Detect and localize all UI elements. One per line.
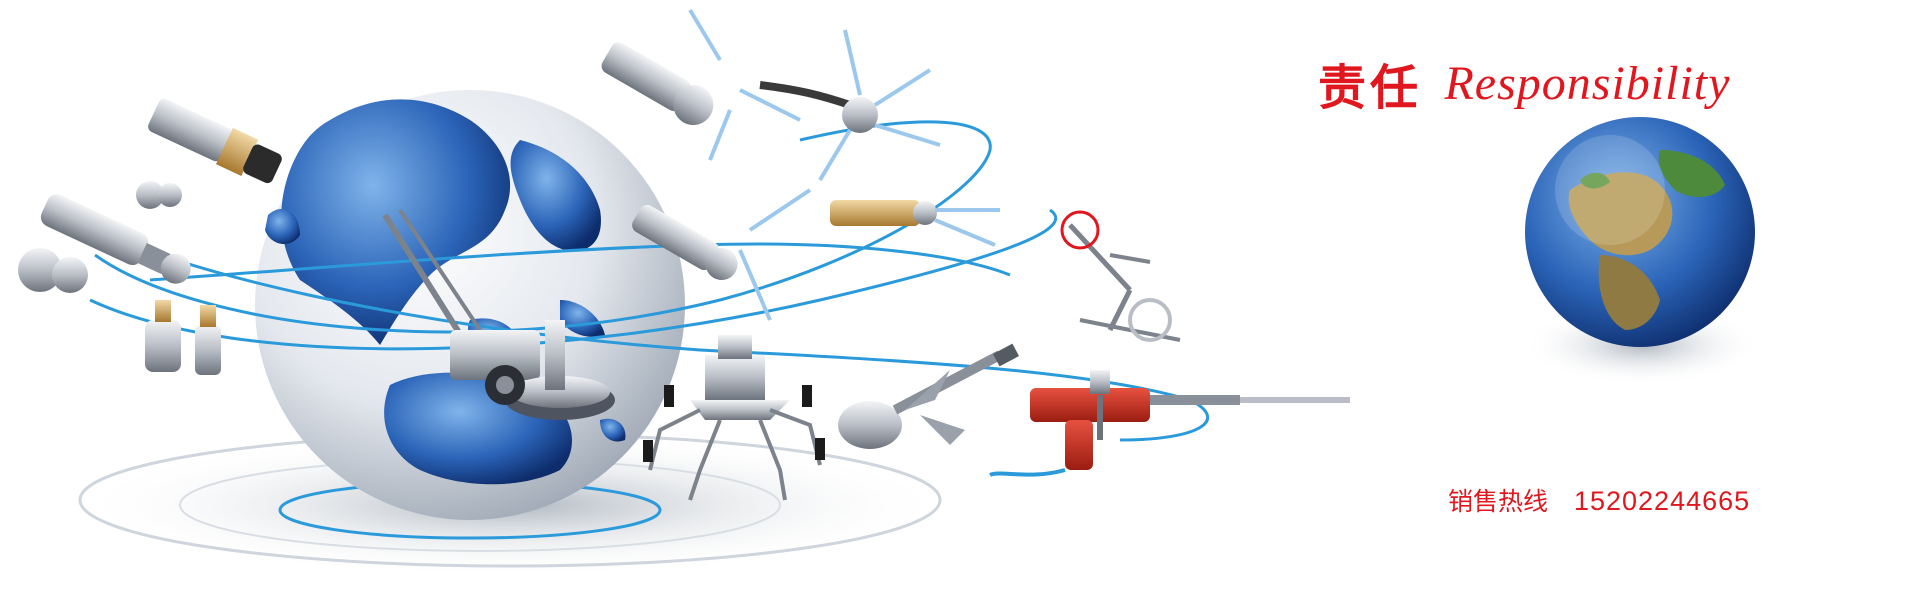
hotline-number: 15202244665: [1573, 486, 1751, 516]
earth-icon: [1522, 117, 1762, 385]
nozzle-icon: [18, 98, 282, 375]
cleaning-robot-icon: [382, 208, 615, 420]
nozzle-icon: [601, 8, 1000, 321]
lance-gun-icon: [989, 370, 1350, 477]
sales-hotline: 销售热线 15202244665: [1448, 482, 1750, 518]
orbit-rings: [59, 120, 1210, 442]
headline: 责任 Responsibility: [1318, 48, 1730, 118]
headline-en: Responsibility: [1444, 56, 1731, 110]
headline-cn: 责任: [1318, 60, 1423, 116]
hotline-label: 销售热线: [1448, 487, 1549, 516]
nozzle-icon: [838, 343, 1019, 449]
globe-icon: [255, 90, 685, 520]
nozzle-icon: [1060, 210, 1181, 342]
cleaning-robot-icon: [643, 335, 825, 501]
